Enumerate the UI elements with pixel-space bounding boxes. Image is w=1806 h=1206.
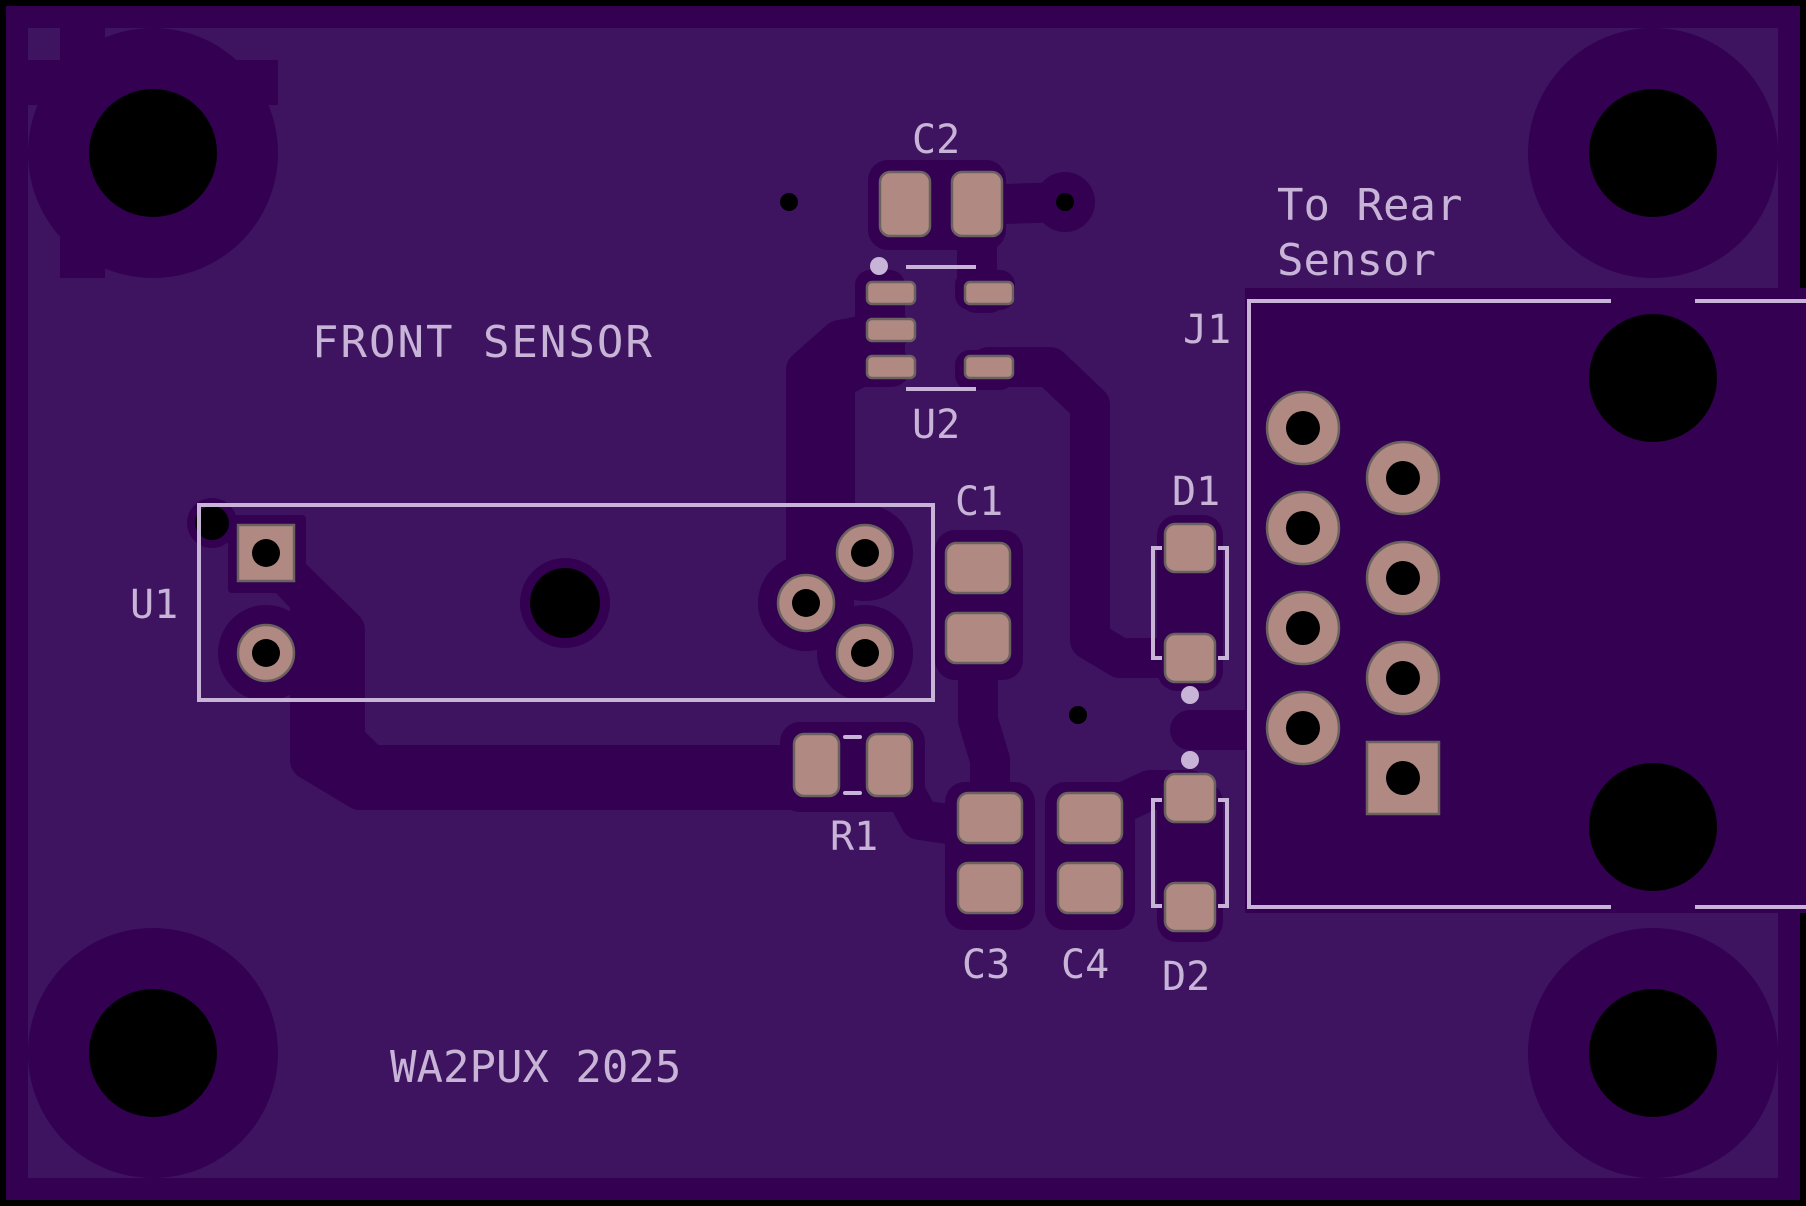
c2-pad-2[interactable] (950, 170, 1004, 238)
d1-silk-left (1151, 546, 1162, 660)
j1-pin-drill (1286, 611, 1320, 645)
d1-polarity-dot (1181, 686, 1199, 704)
j1-silkscreen-outline (1247, 299, 1806, 909)
mounting-hole-br (1589, 989, 1717, 1117)
u2-pin5-pad[interactable] (963, 280, 1015, 306)
c3-pad-2[interactable] (956, 861, 1024, 915)
j1-pin-drill (1286, 411, 1320, 445)
j1-pin-drill (1386, 561, 1420, 595)
j1-keepout (1245, 288, 1806, 913)
u1-mounting-hole (530, 568, 600, 638)
component-d1[interactable]: D1 (1151, 469, 1229, 704)
component-d2[interactable]: D2 (1151, 751, 1229, 1000)
u2-label: U2 (912, 402, 960, 448)
c1-label: C1 (955, 479, 1003, 525)
j1-mounting-hole-bottom (1589, 763, 1717, 891)
to-rear-label-line2: Sensor (1277, 235, 1436, 286)
r1-pad-1[interactable] (792, 732, 841, 798)
component-c4[interactable]: C4 (1056, 791, 1124, 988)
u2-pin3-pad[interactable] (865, 354, 917, 380)
c4-pad-2[interactable] (1056, 861, 1124, 915)
d2-polarity-dot (1181, 751, 1199, 769)
via (1069, 706, 1087, 724)
mounting-hole-tl (89, 89, 217, 217)
d1-pad-2[interactable] (1163, 632, 1217, 684)
j1-pin-drill (1286, 511, 1320, 545)
d2-pad-2[interactable] (1163, 881, 1217, 933)
u1-pin5-drill (851, 639, 879, 667)
u1-pin1-drill (252, 539, 280, 567)
u2-pin1-marker (870, 257, 888, 275)
j1-pins (1265, 390, 1441, 816)
c3-label: C3 (962, 942, 1010, 988)
component-j1[interactable]: J1 (1183, 299, 1806, 909)
c3-pad-1[interactable] (956, 791, 1024, 845)
c4-pad-1[interactable] (1056, 791, 1124, 845)
component-c3[interactable]: C3 (956, 791, 1024, 988)
component-r1[interactable]: R1 (792, 732, 914, 860)
c2-pad-1[interactable] (878, 170, 932, 238)
j1-pin-drill (1286, 711, 1320, 745)
d1-pad-1[interactable] (1163, 522, 1217, 574)
u2-pin2-pad[interactable] (865, 317, 917, 343)
d1-silk-right (1218, 546, 1229, 660)
j1-label: J1 (1183, 307, 1231, 353)
u1-label: U1 (130, 582, 178, 628)
component-c2[interactable]: C2 (878, 117, 1004, 238)
r1-label: R1 (830, 814, 878, 860)
c1-pad-1[interactable] (944, 541, 1012, 595)
mounting-hole-bl (89, 989, 217, 1117)
r1-pad-2[interactable] (865, 732, 914, 798)
u2-pin1-pad[interactable] (865, 280, 917, 306)
component-u1[interactable]: U1 (130, 503, 935, 702)
j1-mounting-hole-top (1589, 314, 1717, 442)
j1-pin-drill (1386, 461, 1420, 495)
mounting-hole-tr (1589, 89, 1717, 217)
d2-silk-right (1218, 798, 1229, 908)
j1-pin-drill (1386, 661, 1420, 695)
d2-label: D2 (1162, 954, 1210, 1000)
component-c1[interactable]: C1 (944, 479, 1012, 665)
credit-label: WA2PUX 2025 (390, 1042, 681, 1093)
u1-silkscreen-outline (197, 503, 935, 702)
trace (969, 347, 1210, 678)
u1-pin4-drill (792, 589, 820, 617)
c2-label: C2 (912, 117, 960, 163)
front-sensor-label: FRONT SENSOR (312, 317, 654, 368)
u1-pin3-drill (851, 539, 879, 567)
via (1056, 193, 1074, 211)
j1-pin1-drill (1386, 761, 1420, 795)
d2-pad-1[interactable] (1163, 772, 1217, 824)
c4-label: C4 (1061, 942, 1109, 988)
c1-pad-2[interactable] (944, 611, 1012, 665)
via (780, 193, 798, 211)
u1-corner-hole (195, 506, 229, 540)
u1-pin2-drill (252, 639, 280, 667)
d1-label: D1 (1172, 469, 1220, 515)
to-rear-label-line1: To Rear (1277, 180, 1462, 231)
u2-pin4-pad[interactable] (963, 354, 1015, 380)
d2-silk-left (1151, 798, 1162, 908)
component-u2[interactable]: U2 (865, 257, 1015, 448)
